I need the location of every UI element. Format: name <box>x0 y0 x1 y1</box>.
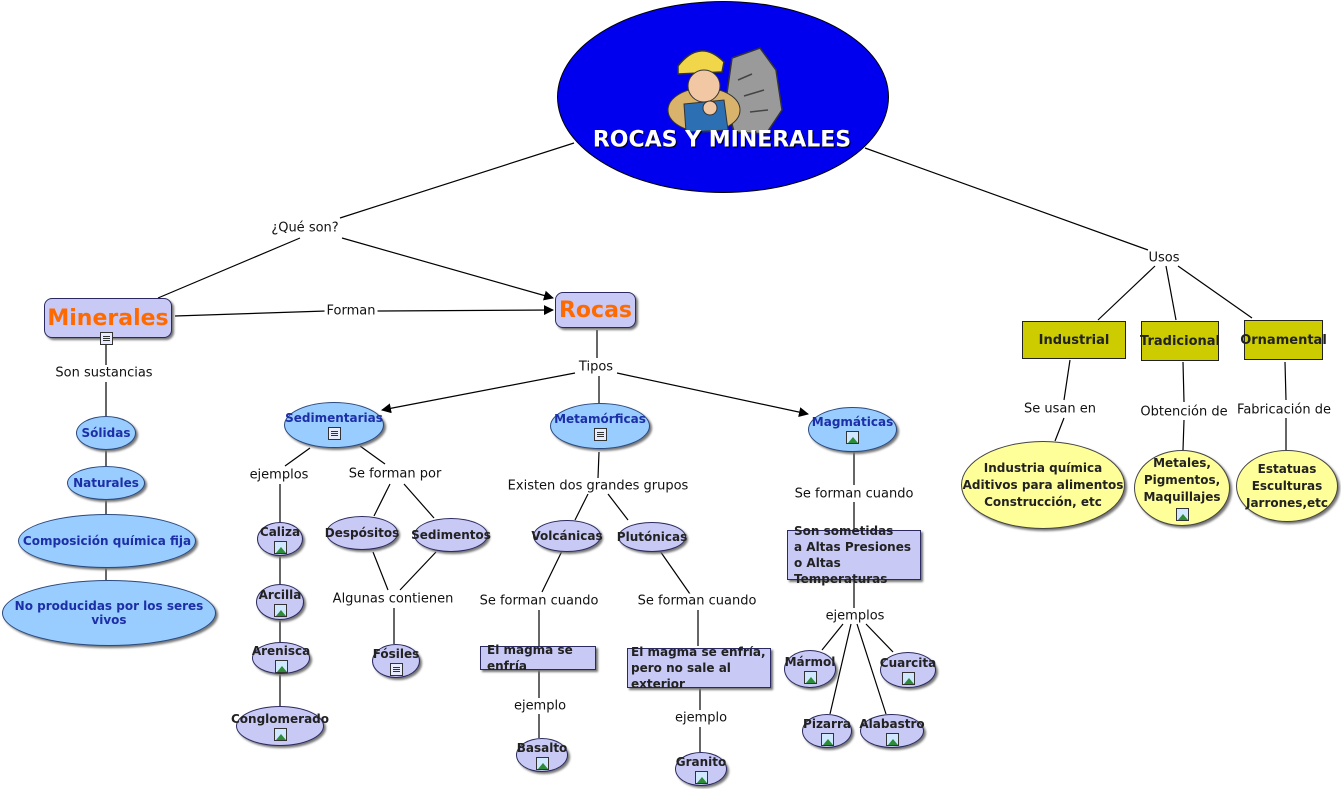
node-magma-enfria[interactable]: El magma se enfría <box>480 643 596 673</box>
link-se-forman-cuando-volc: Se forman cuando <box>477 593 601 609</box>
node-granito[interactable]: Granito <box>675 752 727 786</box>
link-usos: Usos <box>1146 250 1182 266</box>
link-existen-dos: Existen dos grandes grupos <box>505 478 691 494</box>
node-metamorficas[interactable]: Metamórficas <box>550 403 650 449</box>
node-plutonicas[interactable]: Plutónicas <box>617 522 687 552</box>
node-cuarcita[interactable]: Cuarcita <box>880 652 936 688</box>
node-industrial[interactable]: Industrial <box>1022 321 1126 359</box>
node-sedimentarias[interactable]: Sedimentarias <box>284 402 384 448</box>
image-icon[interactable] <box>901 671 915 685</box>
image-icon[interactable] <box>694 770 708 784</box>
image-icon[interactable] <box>273 727 287 741</box>
node-naturales[interactable]: Naturales <box>67 466 145 500</box>
geologist-illustration <box>667 47 783 135</box>
image-icon[interactable] <box>274 659 288 673</box>
node-pizarra[interactable]: Pizarra <box>802 714 852 748</box>
node-marmol[interactable]: Mármol <box>784 650 836 688</box>
link-tipos: Tipos <box>576 359 616 375</box>
node-basalto[interactable]: Basalto <box>516 738 568 772</box>
link-ejemplos-mag: ejemplos <box>823 608 887 624</box>
image-icon[interactable] <box>273 603 287 617</box>
document-icon[interactable] <box>100 332 113 345</box>
node-fosiles[interactable]: Fósiles <box>372 644 420 678</box>
image-icon[interactable] <box>535 756 549 770</box>
node-composicion[interactable]: Composición química fija <box>18 514 196 568</box>
node-solidas[interactable]: Sólidas <box>76 416 136 450</box>
link-fabricacion-de: Fabricación de <box>1235 402 1333 418</box>
node-magma-enfria-interior[interactable]: El magma se enfría, pero no sale al exte… <box>627 645 771 691</box>
link-forman: Forman <box>324 303 378 319</box>
image-icon[interactable] <box>846 431 859 444</box>
node-conglomerado[interactable]: Conglomerado <box>231 706 329 746</box>
node-industria-quimica[interactable]: Industria química Aditivos para alimento… <box>961 441 1125 529</box>
image-icon[interactable] <box>885 732 899 746</box>
node-ornamental[interactable]: Ornamental <box>1240 320 1327 360</box>
link-se-forman-por: Se forman por <box>346 466 444 482</box>
node-despositos[interactable]: Despósitos <box>325 516 399 550</box>
link-ejemplo-volc: ejemplo <box>511 698 569 714</box>
link-algunas-contienen: Algunas contienen <box>330 591 456 607</box>
node-no-producidas[interactable]: No producidas por los seres vivos <box>2 580 216 646</box>
image-icon[interactable] <box>1175 508 1189 521</box>
link-obtencion-de: Obtención de <box>1138 404 1230 420</box>
node-magmaticas[interactable]: Magmáticas <box>808 407 897 452</box>
image-icon[interactable] <box>820 732 834 746</box>
link-ejemplos-sed: ejemplos <box>247 467 311 483</box>
node-estatuas[interactable]: Estatuas Esculturas Jarrones,etc <box>1236 450 1338 522</box>
node-arenisca[interactable]: Arenisca <box>252 642 310 674</box>
node-sometidas[interactable]: Son sometidas a Altas Presiones o Altas … <box>787 524 921 586</box>
node-alabastro[interactable]: Alabastro <box>859 714 925 748</box>
link-ejemplo-plut: ejemplo <box>672 710 730 726</box>
node-tradicional[interactable]: Tradicional <box>1140 321 1220 361</box>
image-icon[interactable] <box>273 540 287 554</box>
node-volcanicas[interactable]: Volcánicas <box>531 520 603 552</box>
link-se-forman-cuando-plut: Se forman cuando <box>635 593 759 609</box>
document-icon[interactable] <box>389 662 403 676</box>
link-se-usan-en: Se usan en <box>1022 401 1098 417</box>
link-son-sustancias: Son sustancias <box>53 365 155 381</box>
link-se-forman-cuando-mag: Se forman cuando <box>792 486 916 502</box>
node-arcilla[interactable]: Arcilla <box>256 584 304 620</box>
document-icon[interactable] <box>593 427 607 441</box>
link-que-son: ¿Qué son? <box>269 220 341 236</box>
node-sedimentos[interactable]: Sedimentos <box>411 518 491 552</box>
main-title: ROCAS Y MINERALES <box>592 127 852 153</box>
node-metales[interactable]: Metales, Pigmentos, Maquillajes <box>1134 450 1230 526</box>
document-icon[interactable] <box>327 426 341 440</box>
node-caliza[interactable]: Caliza <box>257 522 303 556</box>
node-rocas[interactable]: Rocas <box>555 292 636 328</box>
image-icon[interactable] <box>803 670 817 684</box>
